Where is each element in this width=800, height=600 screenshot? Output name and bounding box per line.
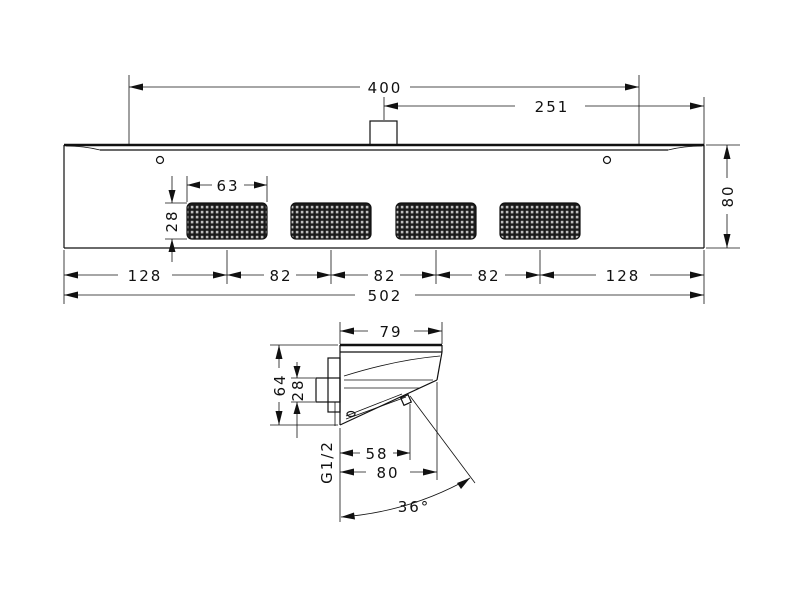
spray-nozzle-panel (395, 202, 477, 240)
dim-label-28-inlet: 28 (289, 378, 307, 401)
dimension-total-width: 502 (64, 287, 704, 305)
dim-label-36-degrees: 36° (398, 498, 431, 516)
spray-nozzle-panel (186, 202, 268, 240)
dim-label-128-right: 128 (606, 267, 641, 285)
dim-label-82-second: 82 (373, 267, 396, 285)
dimension-nozzle-width: 63 (186, 176, 268, 202)
mounting-hole-left (155, 155, 165, 165)
dimension-inlet-height: 28 (289, 362, 315, 438)
dimension-depth-bottom: 80 (340, 382, 438, 482)
dim-label-251: 251 (535, 98, 570, 116)
thread-label: G1/2 (318, 440, 336, 484)
dimension-chain-row: 128 82 82 82 128 (63, 250, 705, 304)
side-view: 79 64 28 G1/2 (270, 322, 476, 522)
dimension-depth-top: 79 (339, 322, 443, 344)
dimension-side-height: 64 (270, 344, 338, 426)
dimension-tilt-angle: 36° (340, 395, 476, 520)
thread-callout: G1/2 (318, 402, 336, 484)
dimension-inlet-offset: 58 (339, 404, 411, 522)
dim-label-82-first: 82 (269, 267, 292, 285)
dim-label-502: 502 (368, 287, 403, 305)
side-inlet-flange (327, 357, 341, 413)
dim-label-80-side: 80 (376, 464, 399, 482)
dim-label-63: 63 (216, 177, 239, 195)
dim-label-64: 64 (271, 373, 289, 396)
dim-label-82-third: 82 (477, 267, 500, 285)
spray-nozzle-panel (499, 202, 581, 240)
dimension-offset-to-inlet: 251 (383, 97, 705, 145)
dim-label-128-left: 128 (128, 267, 163, 285)
outlet-hole (346, 410, 356, 418)
spray-nozzle-panel (290, 202, 372, 240)
dim-label-58: 58 (365, 445, 388, 463)
dim-label-80-height: 80 (719, 184, 737, 207)
water-inlet-connector (369, 120, 398, 146)
dim-label-28-nozzle: 28 (163, 209, 181, 232)
dimension-height: 80 (706, 144, 740, 249)
shower-body-outline (63, 143, 705, 249)
dim-label-79: 79 (379, 323, 402, 341)
dimension-inlet-span: 400 (128, 75, 640, 145)
mounting-hole-right (602, 155, 612, 165)
front-view: 400 251 80 (63, 75, 740, 305)
dim-label-400: 400 (368, 79, 403, 97)
dimension-nozzle-height: 28 (163, 176, 187, 262)
